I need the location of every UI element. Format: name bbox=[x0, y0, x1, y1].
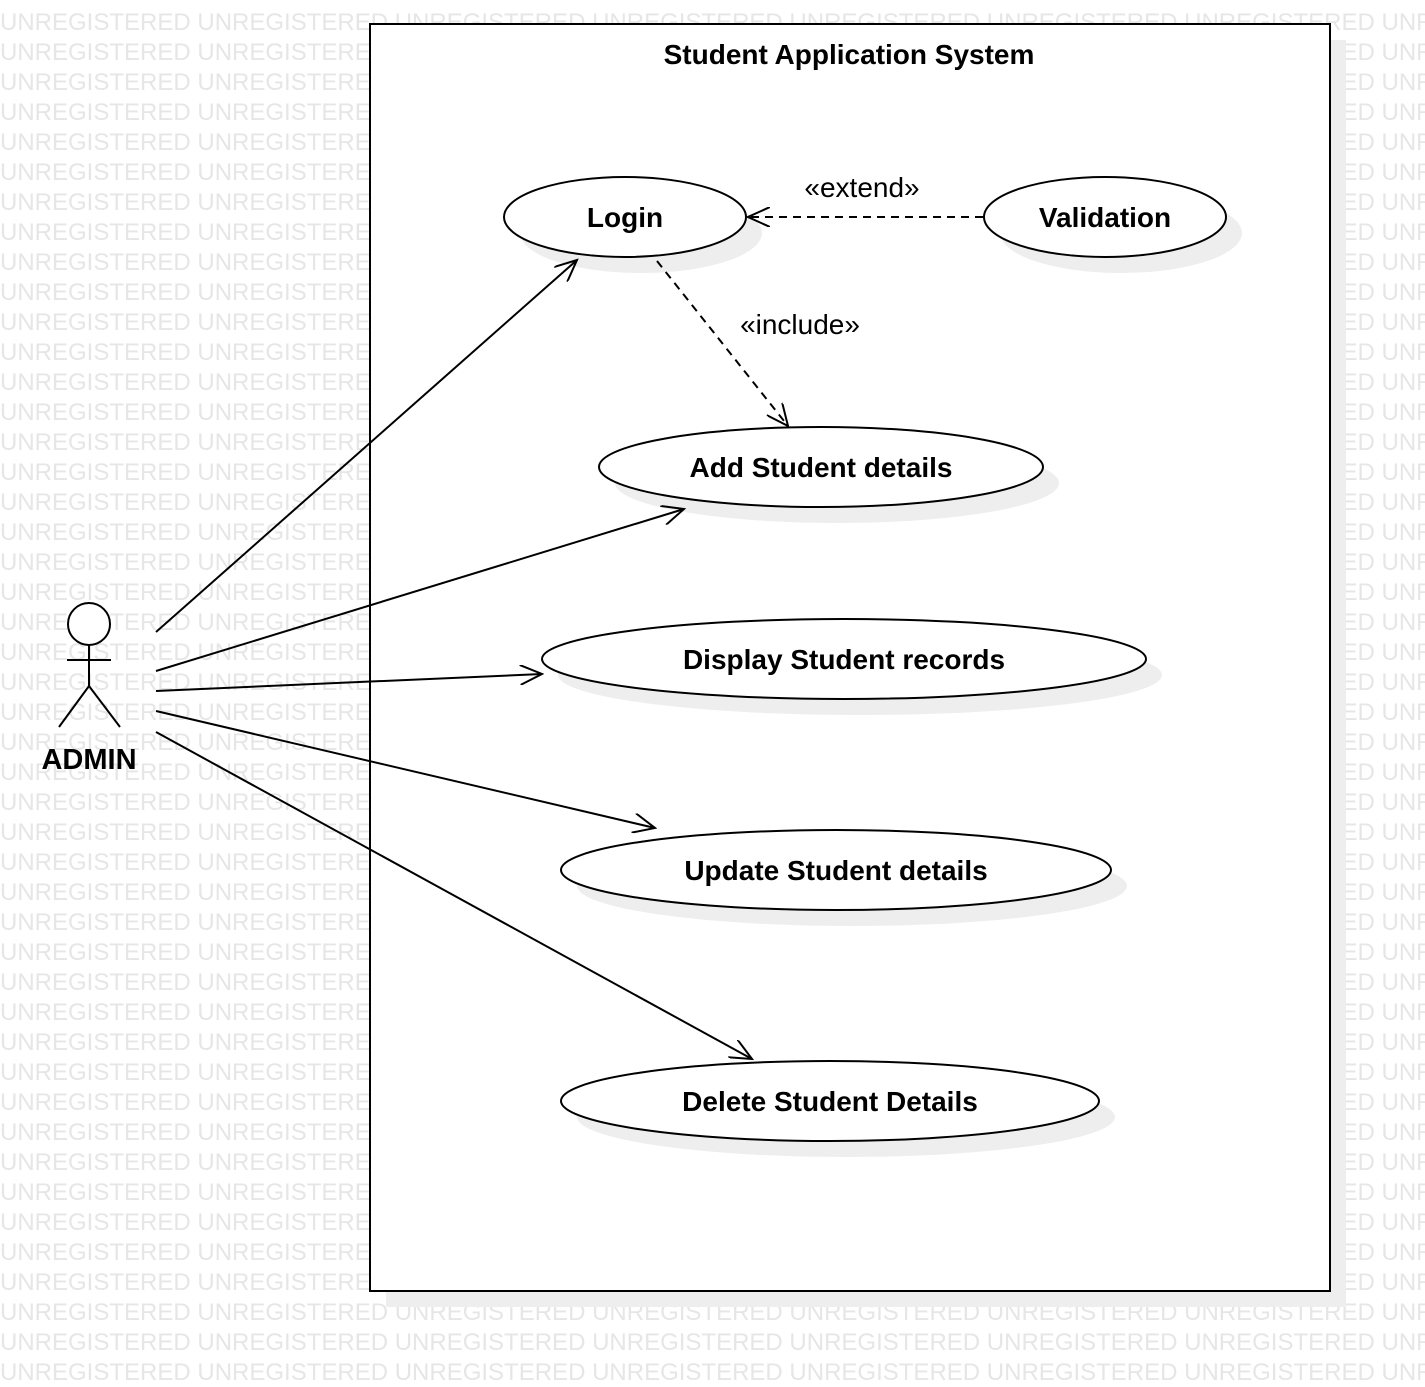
include-label: «include» bbox=[740, 309, 860, 340]
assoc-admin-login bbox=[155, 260, 577, 633]
uc-validation-label: Validation bbox=[1039, 202, 1171, 233]
extend-label: «extend» bbox=[804, 172, 919, 203]
assoc-admin-delete bbox=[155, 731, 752, 1059]
uc-display-records-label: Display Student records bbox=[683, 644, 1005, 675]
watermark-row: UNREGISTERED UNREGISTERED UNREGISTERED U… bbox=[0, 1329, 1425, 1356]
uc-delete-student[interactable] bbox=[560, 1060, 1100, 1142]
actor-admin[interactable] bbox=[58, 602, 121, 728]
uc-validation[interactable] bbox=[983, 176, 1227, 258]
assoc-admin-add bbox=[155, 509, 684, 672]
assoc-admin-display bbox=[155, 674, 542, 692]
uc-update-student-label: Update Student details bbox=[684, 855, 987, 886]
actor-right-leg bbox=[88, 685, 121, 728]
watermark-row: UNREGISTERED UNREGISTERED UNREGISTERED U… bbox=[0, 1359, 1425, 1386]
uc-display-records[interactable] bbox=[541, 618, 1147, 700]
uc-login-label: Login bbox=[587, 202, 663, 233]
include-arrow bbox=[656, 260, 788, 426]
system-title: Student Application System bbox=[664, 39, 1035, 70]
actor-head bbox=[67, 602, 111, 646]
uc-add-student-label: Add Student details bbox=[690, 452, 953, 483]
uc-update-student[interactable] bbox=[560, 829, 1112, 911]
actor-left-leg bbox=[58, 685, 90, 728]
uc-add-student[interactable] bbox=[598, 426, 1044, 508]
assoc-admin-update bbox=[155, 710, 655, 828]
actor-label: ADMIN bbox=[41, 744, 136, 776]
uc-delete-student-label: Delete Student Details bbox=[682, 1086, 978, 1117]
